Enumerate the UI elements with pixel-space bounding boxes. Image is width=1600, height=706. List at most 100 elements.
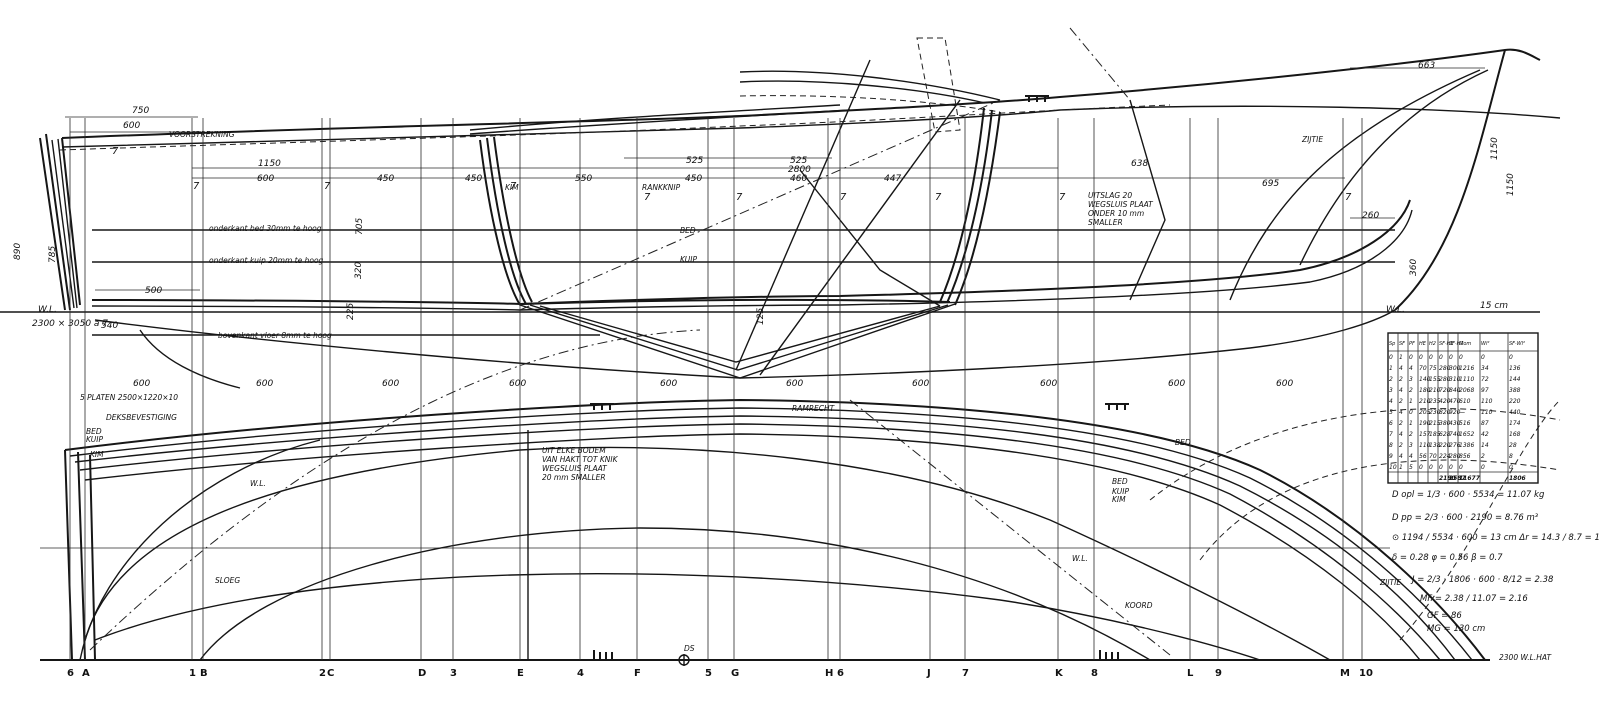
table-total: 1806 — [1509, 475, 1526, 482]
table-cell: 110 — [1481, 398, 1493, 405]
table-cell: 220 — [1509, 398, 1521, 405]
table-cell: 56 — [1419, 453, 1427, 460]
table-cell: 140 — [1419, 376, 1431, 383]
uitslag-note-box — [1129, 99, 1166, 301]
table-cell: 230 — [1429, 409, 1441, 416]
table-cell: 2 — [1399, 376, 1403, 383]
transom-plan — [64, 449, 96, 661]
table-total: 2587 — [1449, 475, 1467, 482]
table-cell: 0 — [1459, 354, 1463, 361]
keel-skeg — [139, 329, 241, 389]
dimension-label: W.L. — [1386, 305, 1405, 315]
chine-line-2 — [91, 209, 1413, 311]
table-cell: 190 — [1419, 420, 1431, 427]
spacing-label: 600 — [133, 379, 150, 389]
dash-line-long — [59, 104, 1171, 151]
station-label: 7 — [962, 668, 969, 679]
cabin-side — [739, 95, 1001, 113]
table-header: SF·Wl² — [1509, 341, 1525, 347]
dimension-label: 695 — [1262, 179, 1279, 189]
table-header: H2 — [1429, 341, 1436, 347]
calc-line: GF = 86 — [1427, 611, 1462, 621]
annotation-label: ZIJTIE — [1379, 578, 1401, 587]
table-cell: 155 — [1429, 376, 1441, 383]
table-cell: 70 — [1419, 365, 1427, 372]
table-cell: 0 — [1419, 354, 1423, 361]
table-total: 11677 — [1459, 475, 1481, 482]
plan-view — [40, 95, 1561, 666]
plan-dashdot-2 — [849, 399, 1171, 656]
dimension-label: 260 — [1362, 211, 1379, 221]
arrow-mark: 7 — [112, 146, 119, 157]
table-cell: 7 — [1389, 431, 1393, 438]
annotation-label: KIM — [90, 450, 104, 459]
annotation-label: KUIP — [86, 435, 103, 444]
dimension-label: 450 — [377, 174, 394, 184]
table-cell: 820 — [1439, 409, 1451, 416]
table-cell: 0 — [1449, 354, 1453, 361]
station-label: 9 — [1215, 668, 1222, 679]
calc-line: D opl = 1/3 · 600 · 5534 = 11.07 kg — [1392, 490, 1545, 500]
table-cell: 1 — [1389, 365, 1393, 372]
dimension-label: 750 — [132, 106, 149, 116]
table-cell: 4 — [1399, 365, 1403, 372]
sheer-line — [61, 48, 1541, 139]
table-cell: 4 — [1409, 365, 1413, 372]
chine-line — [91, 199, 1411, 306]
annotation-label: 20 mm SMALLER — [542, 473, 606, 482]
plan-dash-curve-2 — [1199, 459, 1561, 561]
table-cell: 2 — [1481, 453, 1485, 460]
table-cell: 2 — [1409, 387, 1413, 394]
table-cell: 1 — [1399, 354, 1403, 361]
table-cell: 235 — [1429, 398, 1441, 405]
ds-marker-cross — [678, 654, 690, 666]
annotation-label: onderkant kuip 20mm te hoog — [209, 256, 324, 265]
table-header: Wl² — [1481, 341, 1489, 347]
spacing-label: 600 — [1040, 379, 1057, 389]
table-cell: 470 — [1449, 398, 1461, 405]
dimension-label: 1150 — [1506, 173, 1516, 196]
arrow-mark: 7 — [644, 192, 651, 203]
annotation-label: UITSLAG 20 — [1088, 191, 1132, 200]
table-cell: 70 — [1429, 453, 1437, 460]
station-label: J — [926, 668, 931, 679]
dimension-label: 890 — [13, 243, 23, 260]
stamp-4 — [593, 650, 613, 660]
table-cell: 0 — [1439, 464, 1443, 471]
station-label: F — [634, 668, 641, 679]
table-cell: 3 — [1389, 387, 1393, 394]
table-cell: 168 — [1509, 431, 1521, 438]
table-cell: 136 — [1509, 365, 1521, 372]
annotation-label: WEGSLUIS PLAAT — [1088, 200, 1154, 209]
dimension-label: 540 — [101, 321, 118, 331]
annotation-label: VOORSTREKNING — [169, 130, 235, 139]
table-cell: 0 — [1429, 354, 1433, 361]
stamp-2 — [1105, 403, 1129, 410]
table-cell: — — [1459, 409, 1465, 416]
table-cell: 740 — [1449, 431, 1461, 438]
table-cell: 0 — [1419, 464, 1423, 471]
plan-dash-curve-3 — [1399, 399, 1561, 641]
station-label: 10 — [1359, 668, 1373, 679]
annotation-label: RAMRECHT — [792, 404, 836, 413]
table-cell: 0 — [1439, 354, 1443, 361]
table-cell: 1652 — [1459, 431, 1474, 438]
station-lines — [69, 118, 1363, 660]
annotation-label: BED — [680, 226, 696, 235]
table-header: SF — [1399, 341, 1405, 347]
mast-box — [916, 37, 961, 133]
calc-line: MG = 130 cm — [1427, 624, 1485, 634]
annotation-label: ONDER 10 mm — [1088, 209, 1144, 218]
cabin-bottom — [521, 298, 951, 305]
arrow-mark: 7 — [193, 181, 200, 192]
table-cell: 138 — [1429, 442, 1441, 449]
table-cell: 1386 — [1459, 442, 1474, 449]
bow-stem — [1394, 49, 1506, 311]
table-cell: 1 — [1409, 398, 1413, 405]
arrow-mark: 7 — [840, 192, 847, 203]
table-cell: 34 — [1481, 365, 1489, 372]
